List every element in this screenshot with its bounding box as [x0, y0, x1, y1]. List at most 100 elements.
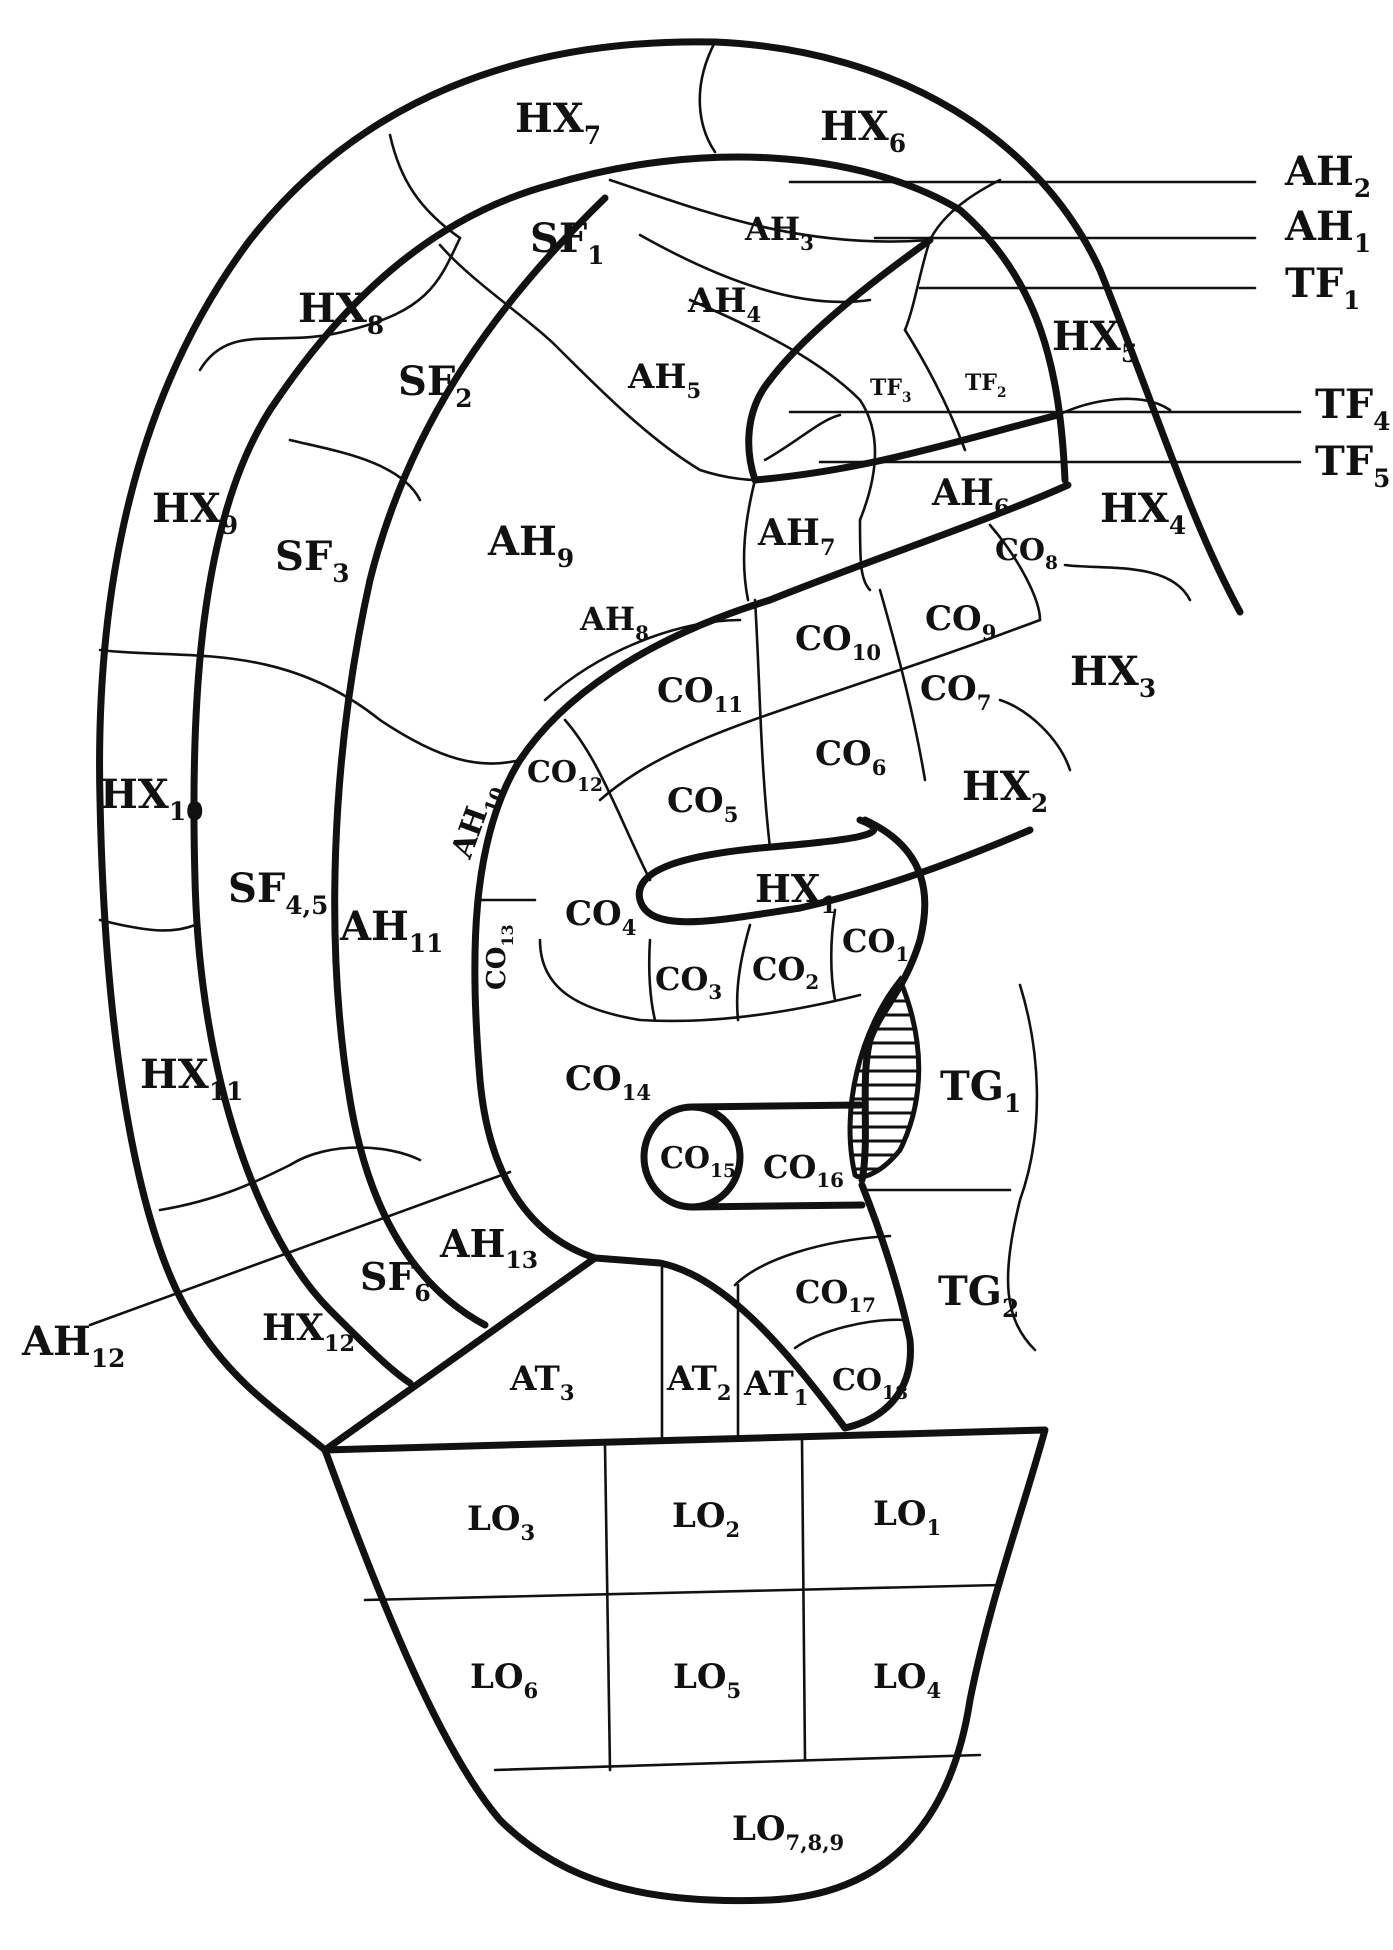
label-lo4: LO4	[873, 1657, 941, 1703]
divider-co8-co9	[988, 523, 1042, 622]
label-sf1: SF1	[530, 215, 605, 270]
outer-helix-outline	[96, 38, 1244, 1454]
label-co3: CO3	[655, 960, 722, 1004]
label-ah3: AH3	[744, 210, 814, 255]
upper-crus-outline	[745, 236, 934, 484]
label-hx9: HX9	[152, 485, 238, 540]
divider-co12-co5	[563, 718, 652, 882]
divider-co7-hx3	[998, 698, 1072, 772]
intertragic-base-outline	[321, 1254, 849, 1454]
lobe-outline	[321, 1426, 1049, 1905]
divider-hx8-sf2	[198, 236, 462, 372]
label-sf45: SF4,5	[228, 865, 328, 920]
divider-ah4-ah5	[688, 298, 877, 522]
label-co4: CO4	[565, 894, 636, 940]
label-ah4: AH4	[687, 281, 761, 327]
divider-hx10-hx11	[98, 918, 197, 932]
divider-ah8	[543, 618, 742, 702]
label-hx6: HX6	[820, 103, 906, 158]
label-tf3: TF3	[870, 375, 911, 406]
label-sf2: SF2	[398, 358, 473, 413]
label-co5: CO5	[667, 781, 738, 827]
divider-ah7-ah9	[742, 478, 757, 602]
divider-sf1-ah5	[438, 243, 757, 482]
label-lo1: LO1	[873, 1494, 941, 1540]
divider-co10-co9	[878, 588, 927, 782]
co16-outline	[688, 1101, 866, 1211]
divider-co11-co10	[753, 598, 772, 850]
divider-tf4-tf5	[763, 413, 842, 462]
label-ah13: AH13	[439, 1221, 538, 1274]
label-ah7: AH7	[757, 512, 835, 561]
label-lo3: LO3	[467, 1499, 535, 1545]
antihelix-outer-outline	[331, 194, 609, 1329]
label-co17: CO17	[795, 1273, 876, 1317]
label-co16: CO16	[763, 1148, 844, 1192]
ah12-leader	[88, 1170, 512, 1327]
label-co10: CO10	[795, 619, 881, 665]
label-hx12: HX12	[262, 1307, 355, 1357]
divider-tf1-tf2	[903, 238, 932, 332]
divider-lobe-col2	[800, 1438, 807, 1762]
divider-tf2-tf3	[903, 328, 967, 452]
antitragus-outline	[841, 1181, 914, 1432]
tragus-hatched-area	[847, 975, 922, 1180]
label-co11: CO11	[657, 671, 743, 717]
label-at2: AT2	[666, 1359, 732, 1405]
label-tf2: TF2	[965, 370, 1006, 401]
label-ah12: AH12	[21, 1318, 125, 1373]
label-ah1: AH1	[1284, 203, 1371, 258]
label-tf5: TF5	[1315, 438, 1390, 493]
label-co18: CO18	[832, 1363, 908, 1404]
divider-co4-co3	[538, 938, 862, 1023]
label-co9: CO9	[925, 599, 996, 645]
label-hx2: HX2	[962, 763, 1048, 818]
label-lo5: LO5	[673, 1657, 741, 1703]
label-tf4: TF4	[1315, 381, 1390, 436]
label-lo6: LO6	[470, 1657, 538, 1703]
zone-labels: HX7 HX6 AH2 AH3 AH1 SF1 TF1 HX8 AH4 HX5 …	[21, 95, 1390, 1855]
label-lo2: LO2	[672, 1496, 740, 1542]
label-ah8: AH8	[579, 600, 649, 645]
label-co1: CO1	[842, 922, 909, 966]
tragus-front-line	[1006, 983, 1039, 1352]
label-co8: CO8	[995, 533, 1058, 574]
label-co7: CO7	[920, 669, 991, 715]
label-ah6: AH6	[931, 472, 1009, 521]
divider-co3-co4	[647, 938, 657, 1022]
lower-crus-outline	[751, 411, 1062, 484]
divider-hx11-hx12	[158, 1146, 422, 1212]
label-hx7: HX7	[515, 95, 601, 150]
label-ah2: AH2	[1284, 148, 1371, 203]
divider-lobe-row1	[363, 1583, 1002, 1602]
divider-co2-co3	[735, 923, 752, 1022]
label-tf1: TF1	[1285, 260, 1360, 315]
label-hx8: HX8	[298, 285, 384, 340]
label-hx4: HX4	[1100, 485, 1186, 540]
label-tg2: TG2	[938, 1268, 1019, 1323]
label-co2: CO2	[752, 950, 819, 994]
helix-inner-outline	[190, 153, 1069, 1387]
divider-lobe-row2	[493, 1753, 982, 1772]
label-ah5: AH5	[627, 357, 701, 403]
divider-hx3-hx4	[1063, 563, 1192, 602]
label-at3: AT3	[509, 1359, 575, 1405]
label-tg1: TG1	[940, 1063, 1021, 1118]
label-lo789: LO7,8,9	[732, 1809, 844, 1855]
label-co13: CO13	[482, 924, 517, 990]
divider-ah4-ah3	[638, 233, 872, 304]
divider-ah6-ah7	[858, 518, 872, 592]
divider-hx7-hx6	[698, 40, 717, 154]
label-hx11: HX11	[140, 1051, 243, 1106]
divider-co17-at	[733, 1234, 892, 1287]
divider-tf1	[928, 178, 1002, 242]
label-co14: CO14	[565, 1059, 651, 1105]
zone-dividers	[88, 40, 1302, 1772]
label-sf6: SF6	[360, 1254, 431, 1307]
divider-hx4-hx5	[1056, 397, 1172, 417]
divider-ah3-ah2	[608, 178, 932, 243]
helix-crus-outline	[635, 816, 1034, 926]
divider-sf2-sf3	[288, 438, 422, 502]
divider-co17-co18	[793, 1318, 907, 1350]
